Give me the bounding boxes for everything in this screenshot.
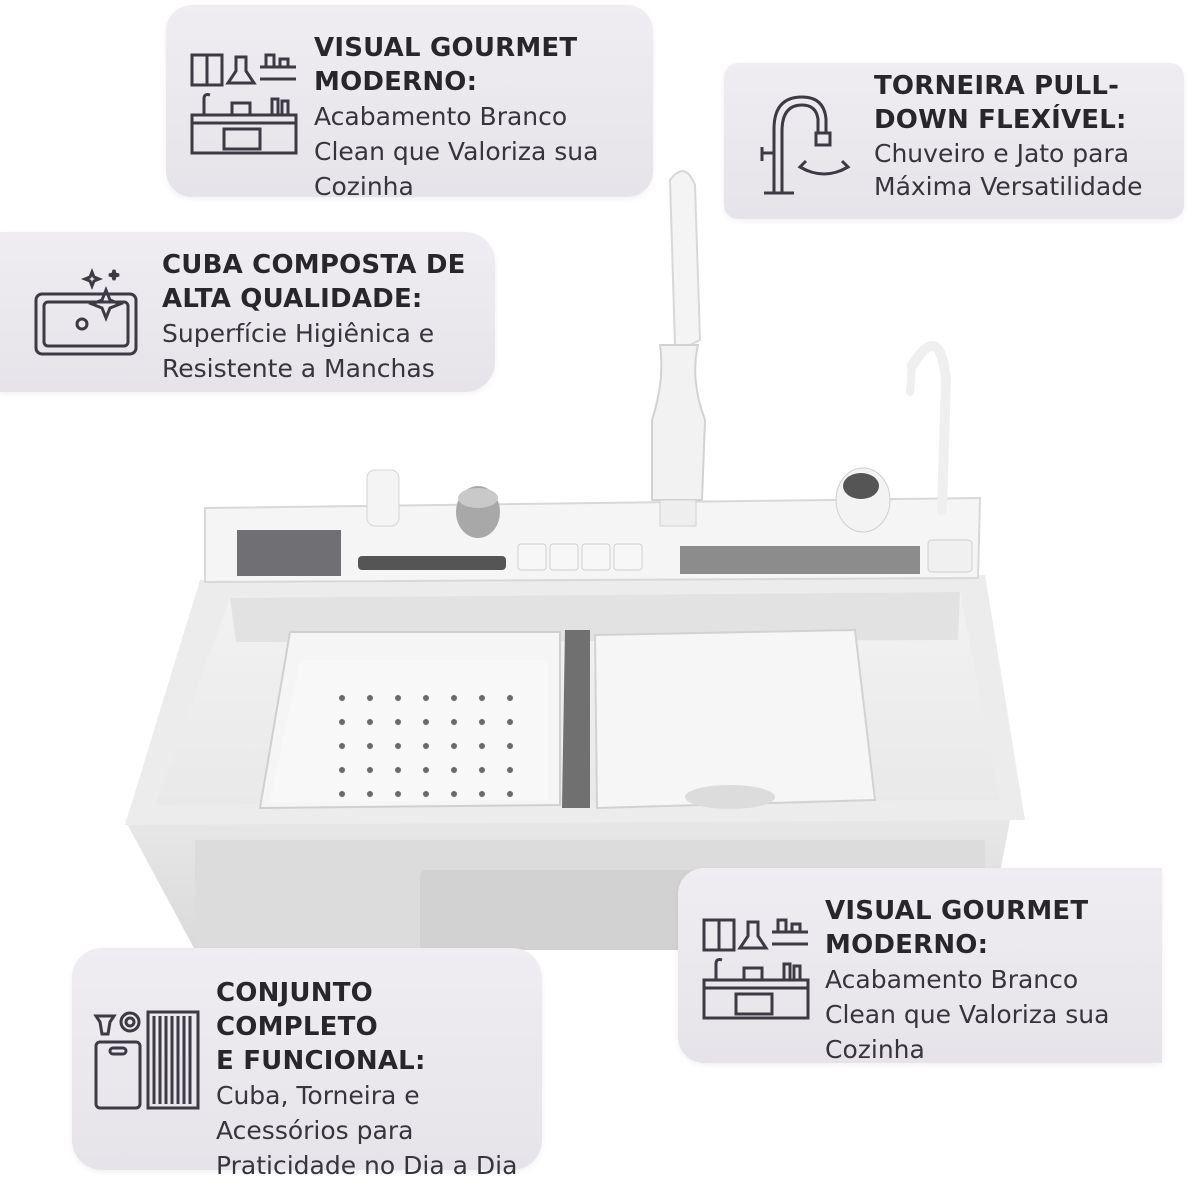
card-desc-line: Clean que Valoriza sua — [825, 1000, 1110, 1029]
feature-card-cuba: CUBA COMPOSTA DE ALTA QUALIDADE: Superfí… — [0, 232, 495, 392]
drain-hole — [395, 743, 401, 749]
card-title-line: CUBA COMPOSTA DE — [162, 250, 466, 280]
card-desc-line: Acabamento Branco — [825, 965, 1079, 994]
drain-hole — [339, 695, 345, 701]
drain-hole — [395, 695, 401, 701]
card-title-line: DOWN FLEXÍVEL: — [874, 105, 1127, 135]
card-desc-line: Cozinha — [825, 1035, 925, 1064]
drain-hole — [423, 767, 429, 773]
drain-hole — [339, 719, 345, 725]
kitchen-icon — [190, 53, 298, 155]
card-title-line: VISUAL GOURMET — [314, 33, 578, 63]
card-title-line: MODERNO: — [825, 930, 989, 960]
drain-hole — [507, 743, 513, 749]
drain-hole — [367, 719, 373, 725]
card-desc-line: Máxima Versatilidade — [874, 172, 1143, 201]
card-desc-line: Resistente a Manchas — [162, 354, 435, 383]
drain-hole — [451, 743, 457, 749]
drain-hole — [367, 791, 373, 797]
card-desc-line: Praticidade no Dia a Dia — [216, 1151, 518, 1180]
card-title-line: E FUNCIONAL: — [216, 1046, 426, 1076]
card-desc-line: Acessórios para — [216, 1116, 414, 1145]
drain-hole — [507, 719, 513, 725]
card-title-line: ALTA QUALIDADE: — [162, 284, 423, 314]
feature-card-conjunto: CONJUNTO COMPLETO E FUNCIONAL: Cuba, Tor… — [72, 948, 542, 1180]
panel-button — [581, 543, 611, 571]
card-desc-line: Clean que Valoriza sua — [314, 137, 599, 166]
card-title-line: CONJUNTO COMPLETO — [216, 978, 378, 1042]
drain-hole — [423, 743, 429, 749]
sparkling-sink-icon — [34, 267, 138, 356]
drain-hole — [339, 743, 345, 749]
drain-hole — [423, 791, 429, 797]
drain-hole — [451, 791, 457, 797]
drain-hole — [367, 767, 373, 773]
drain-hole — [367, 743, 373, 749]
kitchen-icon — [702, 918, 810, 1020]
panel-button — [549, 543, 579, 571]
drain-hole — [395, 719, 401, 725]
accessories-icon — [93, 1010, 200, 1110]
drain-hole — [423, 695, 429, 701]
drain-hole — [423, 719, 429, 725]
card-desc-line: Chuveiro e Jato para — [874, 139, 1130, 168]
drain-hole — [339, 767, 345, 773]
drain-hole — [451, 767, 457, 773]
drain-hole — [395, 767, 401, 773]
panel-button — [613, 543, 643, 571]
drain-hole — [451, 695, 457, 701]
drain-hole — [395, 791, 401, 797]
drain-hole — [479, 695, 485, 701]
card-desc-line: Cuba, Torneira e — [216, 1081, 420, 1110]
panel-button — [517, 543, 547, 571]
drain-hole — [479, 743, 485, 749]
card-desc-line: Cozinha — [314, 172, 414, 201]
feature-card-torneira: TORNEIRA PULL- DOWN FLEXÍVEL: Chuveiro e… — [724, 63, 1184, 219]
drain-hole — [507, 695, 513, 701]
drain-hole — [507, 767, 513, 773]
drain-hole — [479, 719, 485, 725]
card-title-line: VISUAL GOURMET — [825, 896, 1089, 926]
card-desc-line: Superfície Higiênica e — [162, 319, 435, 348]
drain-hole — [451, 719, 457, 725]
card-title-line: MODERNO: — [314, 67, 478, 97]
card-desc-line: Acabamento Branco — [314, 102, 568, 131]
drain-hole — [479, 791, 485, 797]
drain-hole — [339, 791, 345, 797]
drain-hole — [479, 767, 485, 773]
card-title-line: TORNEIRA PULL- — [874, 71, 1120, 101]
pull-down-faucet-icon — [760, 95, 851, 195]
drain-hole — [367, 695, 373, 701]
feature-card-gourmet-bottom: VISUAL GOURMET MODERNO: Acabamento Branc… — [678, 868, 1162, 1064]
feature-card-gourmet-top: VISUAL GOURMET MODERNO: Acabamento Branc… — [166, 5, 653, 201]
drain-hole — [507, 791, 513, 797]
